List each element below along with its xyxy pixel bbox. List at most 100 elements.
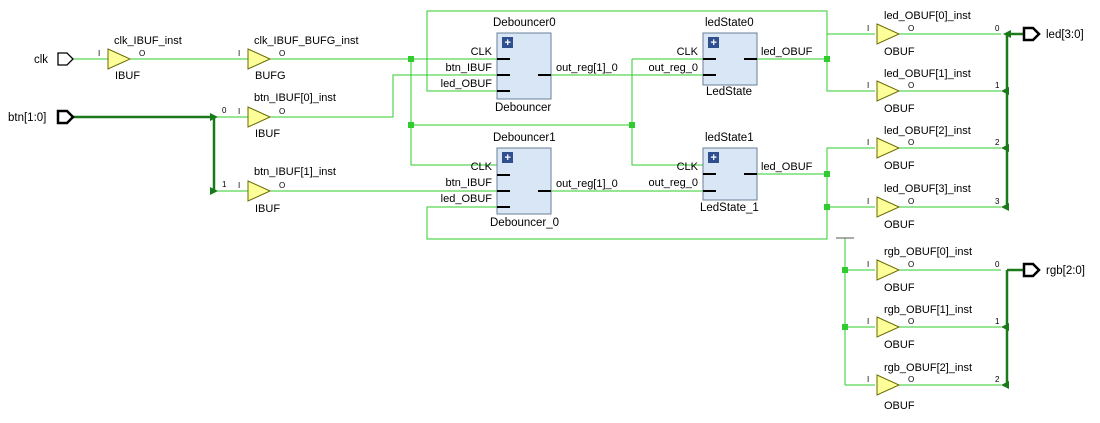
junction-dot xyxy=(824,204,830,210)
expand-glyph: + xyxy=(505,37,511,49)
port-label: btn[1:0] xyxy=(8,112,46,124)
cell-rgb-obuf1[interactable]: rgb_OBUF[1]_inst I O OBUF 1 xyxy=(867,304,1000,351)
port-label: led[3:0] xyxy=(1046,29,1084,41)
junction-dot xyxy=(842,267,848,273)
net-led1[interactable] xyxy=(826,59,875,92)
pin-label: out_reg_0 xyxy=(648,62,698,74)
bus-bit-label: 1 xyxy=(995,81,1000,90)
bus-tap-marker xyxy=(1001,323,1009,331)
pin-label: O xyxy=(279,107,285,116)
cell-led-obuf1[interactable]: led_OBUF[1]_inst I O OBUF 1 xyxy=(867,68,1000,115)
cell-btn-ibuf1[interactable]: btn_IBUF[1]_inst I O IBUF xyxy=(238,166,336,215)
cell-type: LedState_1 xyxy=(700,202,759,214)
pin-label: I xyxy=(98,49,100,58)
cell-name: Debouncer0 xyxy=(493,17,556,29)
junction-dot xyxy=(408,122,414,128)
cell-rgb-obuf0[interactable]: rgb_OBUF[0]_inst I O OBUF 0 xyxy=(867,246,1000,294)
bus-tap-marker xyxy=(1003,30,1011,38)
bus-rgb[interactable] xyxy=(1005,268,1024,385)
bus-led[interactable] xyxy=(1005,32,1024,207)
cell-ledstate1[interactable]: ledState1 + CLK out_reg_0 led_OBUF LedSt… xyxy=(648,132,812,214)
junction-dot xyxy=(842,324,848,330)
net-led2[interactable] xyxy=(757,147,875,175)
pin-label: I xyxy=(867,138,869,147)
output-bus-port-icon xyxy=(1022,262,1041,278)
junction-dot xyxy=(824,171,830,177)
cell-name: led_OBUF[3]_inst xyxy=(884,183,971,195)
cell-led-obuf3[interactable]: led_OBUF[3]_inst I O OBUF 3 xyxy=(867,183,1000,231)
port-led[interactable]: led[3:0] xyxy=(1022,26,1084,42)
cell-clk-bufg[interactable]: clk_IBUF_BUFG_inst I O BUFG xyxy=(238,35,359,82)
pin-label: I xyxy=(867,81,869,90)
pin-label: I xyxy=(238,107,240,116)
cell-name: btn_IBUF[0]_inst xyxy=(254,92,336,104)
bus-bit-label: 3 xyxy=(995,197,1000,206)
junction-dot xyxy=(408,56,414,62)
cell-name: Debouncer1 xyxy=(493,132,556,144)
cell-btn-ibuf0[interactable]: btn_IBUF[0]_inst I O IBUF xyxy=(238,92,336,140)
junction-dot xyxy=(629,122,635,128)
bus-bit-label: 2 xyxy=(995,375,1000,384)
cell-debouncer0[interactable]: Debouncer0 + CLK btn_IBUF led_OBUF out_r… xyxy=(441,17,618,114)
junctions xyxy=(210,30,1011,389)
cell-name: led_OBUF[2]_inst xyxy=(884,125,971,137)
cell-led-obuf0[interactable]: led_OBUF[0]_inst I O OBUF 0 xyxy=(867,10,1000,58)
nets xyxy=(73,10,1001,386)
port-rgb[interactable]: rgb[2:0] xyxy=(1022,262,1085,278)
pin-label: O xyxy=(279,181,285,190)
cell-type: IBUF xyxy=(255,203,280,215)
cell-type: OBUF xyxy=(884,339,915,351)
net-clk-led1[interactable] xyxy=(631,59,703,166)
expand-icon[interactable] xyxy=(502,152,513,163)
net-feedback0[interactable] xyxy=(426,10,828,92)
pin-label: O xyxy=(908,375,914,384)
pin-label: I xyxy=(867,260,869,269)
buffer-icon xyxy=(247,48,272,70)
buffer-icon xyxy=(876,374,901,396)
cell-name: clk_IBUF_inst xyxy=(114,35,182,47)
expand-icon[interactable] xyxy=(708,37,719,48)
port-clk[interactable]: clk xyxy=(34,52,74,66)
cell-rgb-obuf2[interactable]: rgb_OBUF[2]_inst I O OBUF 2 xyxy=(867,362,1000,412)
net-btn0[interactable] xyxy=(270,74,497,118)
expand-icon[interactable] xyxy=(708,152,719,163)
bus-tap-marker xyxy=(1001,381,1009,389)
cell-type: OBUF xyxy=(884,282,915,294)
buffer-icon xyxy=(247,180,272,202)
pin-label: btn_IBUF xyxy=(446,177,493,189)
pin-label: I xyxy=(238,49,240,58)
buffer-icon xyxy=(247,106,272,128)
port-label: clk xyxy=(34,54,48,66)
input-port-icon xyxy=(57,52,74,66)
pin-label: O xyxy=(908,197,914,206)
cell-led-obuf2[interactable]: led_OBUF[2]_inst I O OBUF 2 xyxy=(867,125,1000,172)
pin-label: led_OBUF xyxy=(441,78,493,90)
pin-label: I xyxy=(238,181,240,190)
net-feedback1[interactable] xyxy=(426,206,828,240)
bus-bit-label: 1 xyxy=(222,180,227,189)
input-bus-port-icon xyxy=(56,109,75,125)
bus-btn[interactable] xyxy=(73,115,216,191)
pin-label: I xyxy=(867,317,869,326)
buffer-icon xyxy=(876,80,901,102)
port-btn[interactable]: btn[1:0] xyxy=(8,109,75,125)
cell-clk-ibuf[interactable]: clk_IBUF_inst I O IBUF xyxy=(98,35,182,82)
pin-label: btn_IBUF xyxy=(446,62,493,74)
net-clk-bufg-out[interactable] xyxy=(270,58,497,166)
pin-label: O xyxy=(908,138,914,147)
pin-label: I xyxy=(867,197,869,206)
cell-name: ledState0 xyxy=(705,17,754,29)
pin-label: I xyxy=(867,375,869,384)
cell-debouncer1[interactable]: Debouncer1 + CLK btn_IBUF led_OBUF out_r… xyxy=(441,132,618,229)
expand-icon[interactable] xyxy=(502,37,513,48)
pin-label: out_reg[1]_0 xyxy=(556,62,618,74)
cell-name: ledState1 xyxy=(705,132,754,144)
expand-glyph: + xyxy=(505,152,511,164)
cell-type: LedState xyxy=(706,86,752,98)
bus-tap-marker xyxy=(1001,87,1009,95)
cell-ledstate0[interactable]: ledState0 + CLK out_reg_0 led_OBUF LedSt… xyxy=(648,17,812,98)
cell-type: OBUF xyxy=(884,219,915,231)
buffer-icon xyxy=(876,137,901,159)
pin-label: CLK xyxy=(677,161,699,173)
